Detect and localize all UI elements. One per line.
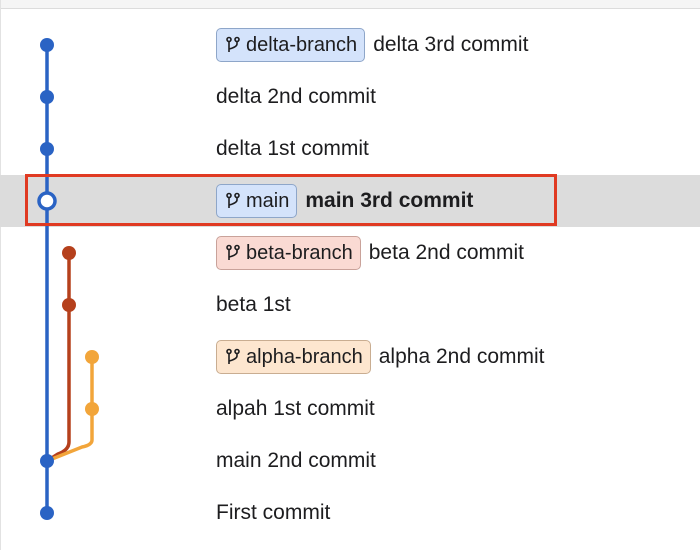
commit-row[interactable]: beta 1st [0, 279, 700, 331]
commit-graph [37, 38, 99, 520]
branch-badge-delta[interactable]: delta-branch [216, 28, 366, 62]
left-border [0, 0, 1, 550]
branch-badge-label: main [246, 189, 290, 212]
commit-message: delta 2nd commit [216, 85, 376, 108]
commit-row[interactable]: delta 1st commit [0, 123, 700, 175]
commit-dot-main-2nd[interactable] [40, 454, 54, 468]
beta-lane-line [46, 253, 71, 463]
commit-dot-alpha-2nd[interactable] [85, 350, 99, 364]
commit-dot-delta-3rd[interactable] [40, 38, 54, 52]
branch-badge-beta[interactable]: beta-branch [216, 236, 361, 270]
commit-row[interactable]: First commit [0, 487, 700, 539]
commit-row[interactable]: alpha-branch alpha 2nd commit [0, 331, 700, 383]
commit-row[interactable]: delta 2nd commit [0, 71, 700, 123]
branch-icon [226, 192, 240, 208]
branch-badge-alpha[interactable]: alpha-branch [216, 340, 371, 374]
commit-message: alpah 1st commit [216, 397, 375, 420]
commit-dot-beta-2nd[interactable] [62, 246, 76, 260]
commit-dot-delta-1st[interactable] [40, 142, 54, 156]
branch-badge-label: alpha-branch [246, 345, 363, 368]
commit-row-selected[interactable]: main main 3rd commit [0, 175, 700, 227]
branch-badge-main[interactable]: main [216, 184, 298, 218]
commit-list: delta-branch delta 3rd commit delta 2nd … [0, 19, 700, 539]
hollow-circle-icon[interactable] [37, 191, 57, 211]
commit-message: alpha 2nd commit [378, 345, 545, 368]
commit-message: main 3rd commit [305, 189, 474, 212]
commit-dot-beta-1st[interactable] [62, 298, 76, 312]
commit-message: beta 2nd commit [368, 241, 524, 264]
commit-message: delta 1st commit [216, 137, 369, 160]
top-divider [0, 0, 700, 9]
branch-icon [226, 348, 240, 364]
branch-icon [226, 244, 240, 260]
commit-dot-delta-2nd[interactable] [40, 90, 54, 104]
branch-icon [226, 36, 240, 52]
commit-row[interactable]: delta-branch delta 3rd commit [0, 19, 700, 71]
commit-message: First commit [216, 501, 331, 524]
commit-dot-alpha-1st[interactable] [85, 402, 99, 416]
commit-row[interactable]: alpah 1st commit [0, 383, 700, 435]
commit-row[interactable]: beta-branch beta 2nd commit [0, 227, 700, 279]
commit-message: main 2nd commit [216, 449, 376, 472]
commit-row[interactable]: main 2nd commit [0, 435, 700, 487]
branch-badge-label: delta-branch [246, 33, 358, 56]
commit-dot-first[interactable] [40, 506, 54, 520]
commit-message: delta 3rd commit [373, 33, 529, 56]
commit-message: beta 1st [216, 293, 291, 316]
alpha-lane-line [46, 357, 94, 463]
branch-badge-label: beta-branch [246, 241, 353, 264]
